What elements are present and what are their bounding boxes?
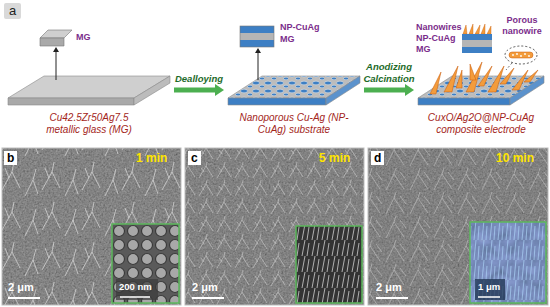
callout-label: Porous nanowire — [497, 15, 547, 37]
scale-label: 2 μm — [376, 281, 402, 294]
time-label: 10 min — [496, 151, 534, 165]
edge-label: Dealloying — [172, 73, 226, 84]
layer-label: MG — [76, 32, 91, 43]
layer-label: MG — [280, 34, 295, 45]
stage-caption: CuxO/Ag2O@NP-CuAg composite electrode — [421, 112, 541, 136]
scale-label: 200 nm — [119, 281, 152, 292]
process-arrow — [364, 84, 414, 96]
layer-label: Nanowires — [416, 22, 462, 33]
scale-label: 2 μm — [192, 281, 218, 294]
panel-letter: a — [4, 3, 21, 19]
layer-label: NP-CuAg — [416, 33, 456, 44]
scale-label: 1 μm — [478, 281, 500, 292]
panel-letter: c — [188, 151, 201, 165]
edge-label: Anodizing Calcination — [362, 61, 416, 84]
layer-label: NP-CuAg — [280, 22, 320, 33]
stage-node: NP-CuAgMG Nanoporous Cu-Ag (NP-CuAg) subs… — [226, 20, 362, 145]
panel-letter: b — [4, 151, 17, 165]
stage-caption: Nanoporous Cu-Ag (NP-CuAg) substrate — [239, 112, 349, 136]
stage-node: MG Cu42.5Zr50Ag7.5 metallic glass (MG) — [6, 20, 172, 145]
panel-letter: d — [371, 151, 384, 165]
stage-node: NanowiresNP-CuAgMG CuxO/Ag2O@NP-CuAg comp… — [416, 20, 546, 145]
scale-label: 2 μm — [8, 281, 34, 294]
process-arrow — [174, 84, 224, 96]
time-label: 1 min — [136, 151, 167, 165]
time-label: 5 min — [319, 151, 350, 165]
stage-caption: Cu42.5Zr50Ag7.5 metallic glass (MG) — [34, 112, 144, 136]
layer-label: MG — [416, 44, 431, 55]
